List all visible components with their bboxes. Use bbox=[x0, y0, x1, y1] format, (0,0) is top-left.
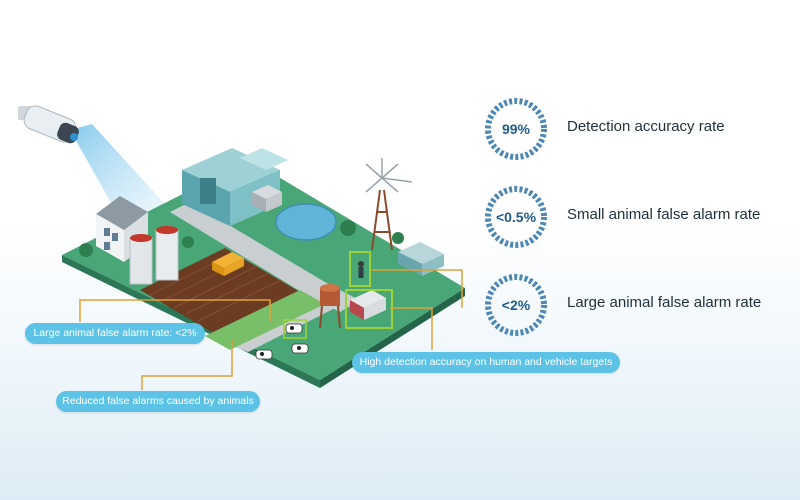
detection-box-cow bbox=[283, 319, 307, 339]
water-tower bbox=[319, 284, 341, 329]
person-figure bbox=[358, 261, 364, 278]
truck bbox=[350, 290, 386, 320]
callout-line-high-detection-2 bbox=[372, 269, 463, 308]
callout-large-animal-false-alarm: Large animal false alarm rate: <2% bbox=[25, 323, 205, 344]
stat-label: Small animal false alarm rate bbox=[567, 206, 761, 223]
stat-label: Detection accuracy rate bbox=[567, 118, 725, 135]
crop-field bbox=[205, 290, 325, 350]
stat-label: Large animal false alarm rate bbox=[567, 294, 762, 311]
stat-value: 99% bbox=[501, 121, 531, 137]
ground-side bbox=[62, 255, 320, 388]
detection-box-vehicle bbox=[345, 289, 393, 329]
grain-silos bbox=[129, 226, 179, 285]
cow bbox=[291, 343, 309, 354]
security-camera-icon bbox=[18, 105, 79, 144]
cow bbox=[255, 349, 273, 360]
detection-box-person bbox=[349, 251, 371, 287]
tree bbox=[182, 236, 194, 248]
stat-detection-accuracy: 99% Detection accuracy rate bbox=[482, 95, 792, 165]
dotted-ring-icon: <2% bbox=[482, 271, 550, 339]
callout-line-reduced bbox=[141, 340, 233, 390]
road bbox=[170, 202, 330, 296]
callout-line-large-animal bbox=[79, 299, 271, 322]
stat-value: <2% bbox=[501, 297, 531, 313]
harvester bbox=[212, 252, 244, 276]
tree bbox=[79, 243, 93, 257]
plowed-field bbox=[140, 248, 300, 334]
windmill bbox=[371, 189, 393, 251]
tree bbox=[340, 220, 356, 236]
callout-line-high-detection bbox=[390, 307, 433, 350]
small-shed bbox=[252, 185, 282, 212]
stat-small-animal-false-alarm: <0.5% Small animal false alarm rate bbox=[482, 183, 792, 253]
callout-reduced-false-alarms: Reduced false alarms caused by animals bbox=[56, 391, 260, 412]
callout-high-detection-accuracy: High detection accuracy on human and veh… bbox=[352, 352, 620, 373]
stat-large-animal-false-alarm: <2% Large animal false alarm rate bbox=[482, 271, 792, 341]
windmill-blades bbox=[365, 158, 413, 193]
tree bbox=[392, 232, 404, 244]
stat-value: <0.5% bbox=[495, 209, 537, 225]
pond bbox=[275, 203, 337, 241]
camera-view-beam bbox=[70, 124, 175, 215]
cow bbox=[285, 323, 303, 334]
dotted-ring-icon: 99% bbox=[482, 95, 550, 163]
dotted-ring-icon: <0.5% bbox=[482, 183, 550, 251]
farm-ground bbox=[62, 160, 465, 380]
